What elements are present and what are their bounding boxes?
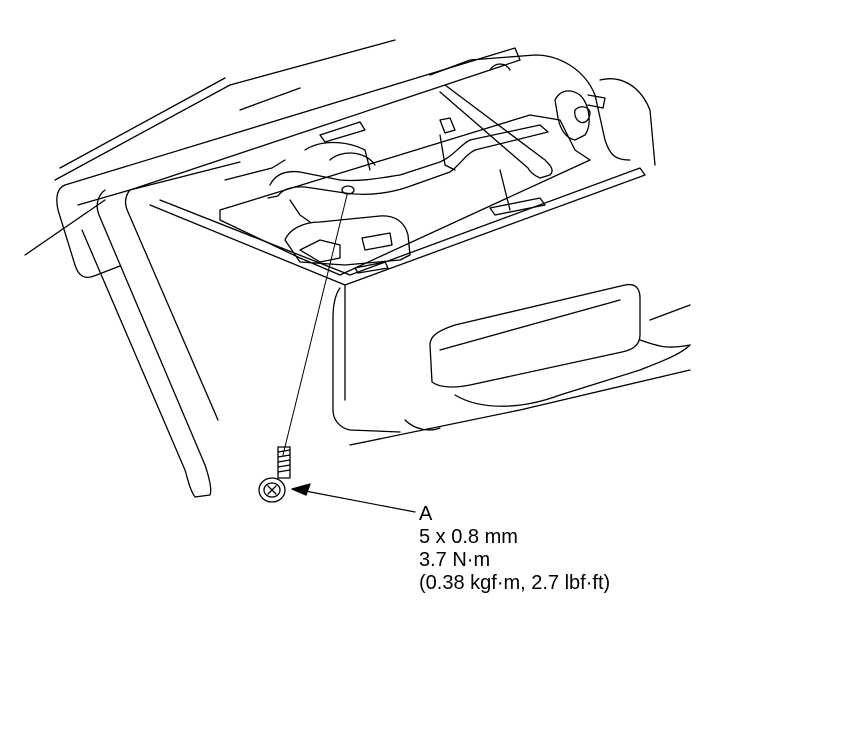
callout-label: A [419,503,433,525]
torque-alt: (0.38 kgf·m, 2.7 lbf·ft) [419,572,611,594]
screw-hole-marker [282,185,355,456]
dashboard-top-lines [24,39,396,256]
screw-a-icon [258,446,291,503]
glove-box-opening [149,114,646,286]
callout-arrow [291,483,416,513]
left-trim-panel [56,47,521,498]
internal-bracket [289,54,656,223]
torque-nm: 3.7 N·m [419,549,491,571]
glove-box-door [332,283,691,446]
screw-size: 5 x 0.8 mm [419,526,518,548]
screw-callout: A 5 x 0.8 mm 3.7 N·m (0.38 kgf·m, 2.7 lb… [419,503,610,595]
